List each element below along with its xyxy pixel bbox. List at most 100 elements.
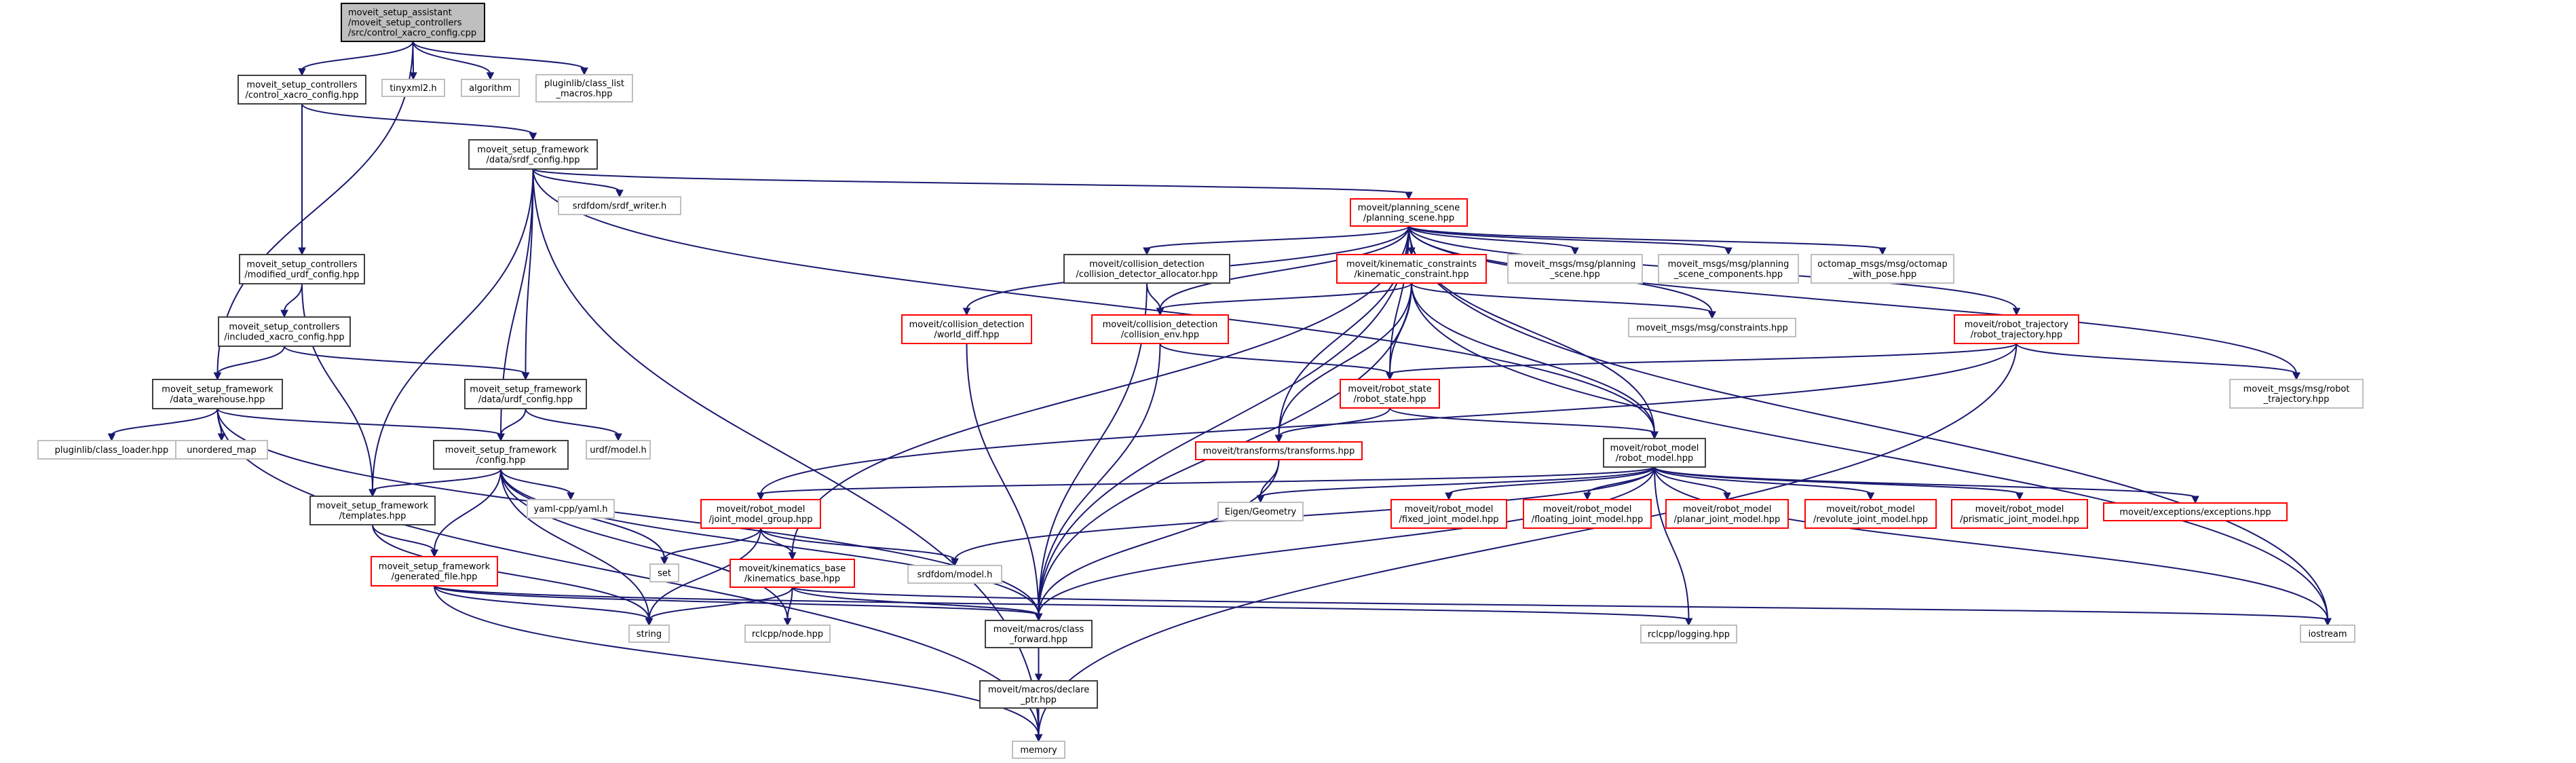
node-modified-urdf[interactable]: moveit_setup_controllers/modified_urdf_c… (239, 254, 365, 284)
arrowhead-kinematics_base-to-iostream (2324, 618, 2332, 627)
arrowhead-control_xacro_hpp-to-srdf_config (529, 132, 537, 141)
edge-robot_model-to-revolute_joint (1654, 466, 1872, 495)
node-class-forward[interactable]: moveit/macros/class_forward.hpp (985, 620, 1093, 648)
node-box (1954, 314, 2079, 344)
node-label-line: _scene.hpp (1549, 269, 1600, 280)
node-label-line: moveit/planning_scene (1358, 203, 1460, 213)
node-box (1523, 499, 1652, 529)
node-label-line: moveit/exceptions/exceptions.hpp (2119, 508, 2271, 518)
node-label-line: unordered_map (187, 445, 257, 455)
edge-root-to-control_xacro_hpp (301, 41, 414, 71)
node-fixed-joint[interactable]: moveit/robot_model/fixed_joint_model.hpp (1390, 499, 1507, 529)
edge-joint_model_group-to-kinematics_base (760, 527, 793, 555)
edge-generated_file-to-class_forward (434, 585, 1040, 616)
node-declare-ptr[interactable]: moveit/macros/declare_ptr.hpp (979, 680, 1098, 709)
arrowhead-joint_model_group-to-set (660, 557, 668, 565)
arrowhead-declare_ptr-to-memory (1034, 734, 1043, 743)
node-generated-file[interactable]: moveit_setup_framework/generated_file.hp… (371, 556, 498, 587)
node-srdf-model: srdfdom/model.h (907, 565, 1002, 584)
node-root[interactable]: moveit_setup_assistant/moveit_setup_cont… (341, 3, 485, 42)
node-label-line: moveit/collision_detection (909, 320, 1025, 330)
node-msg-constraints: moveit_msgs/msg/constraints.hpp (1628, 318, 1796, 337)
node-planning-scene[interactable]: moveit/planning_scene/planning_scene.hpp (1350, 198, 1468, 227)
node-box (535, 74, 633, 103)
edge-planning_scene-to-class_forward (1038, 225, 1409, 616)
arrowhead-root-to-class_list_macros (580, 67, 588, 76)
node-revolute-joint[interactable]: moveit/robot_model/revolute_joint_model.… (1804, 499, 1937, 529)
edges-layer (107, 41, 2332, 743)
node-planar-joint[interactable]: moveit/robot_model/planar_joint_model.hp… (1665, 499, 1789, 529)
node-label-line: moveit_setup_framework (162, 385, 273, 395)
node-box (649, 563, 679, 582)
node-world-diff[interactable]: moveit/collision_detection/world_diff.hp… (901, 314, 1032, 344)
node-label-line: moveit/robot_model (1826, 504, 1915, 515)
arrowhead-robot_model-to-exceptions (2191, 496, 2199, 504)
node-box (218, 316, 351, 347)
node-iostream: iostream (2300, 625, 2355, 643)
arrowhead-kinematics_base-to-string (645, 618, 654, 627)
arrowhead-joint_model_group-to-kinematics_base (788, 552, 797, 561)
node-label-line: /world_diff.hpp (934, 330, 999, 340)
node-config[interactable]: moveit_setup_framework/config.hpp (433, 440, 569, 470)
node-box (1091, 314, 1229, 344)
node-label-line: moveit/collision_detection (1103, 320, 1218, 330)
edge-urdf_config-to-config (500, 408, 527, 436)
node-prismatic-joint[interactable]: moveit/robot_model/prismatic_joint_model… (1951, 499, 2088, 529)
arrowhead-kinematic_constraint-to-collision_env (1156, 308, 1164, 316)
arrowhead-kinematic_constraint-to-msg_constraints (1708, 311, 1716, 320)
node-kinematics-base[interactable]: moveit/kinematics_base/kinematics_base.h… (730, 559, 855, 588)
edge-srdf_config-to-planning_scene (532, 168, 1409, 194)
node-box (1628, 318, 1796, 337)
node-srdf-config[interactable]: moveit_setup_framework/data/srdf_config.… (468, 139, 598, 170)
node-rclcpp-node: rclcpp/node.hpp (744, 625, 831, 643)
node-collision-allocator[interactable]: moveit/collision_detection/collision_det… (1063, 254, 1230, 284)
node-robot-model[interactable]: moveit/robot_model/robot_model.hpp (1603, 438, 1706, 468)
node-joint-model-group[interactable]: moveit/robot_model/joint_model_group.hpp (700, 499, 821, 529)
node-collision-env[interactable]: moveit/collision_detection/collision_env… (1091, 314, 1229, 344)
node-label-line: moveit_setup_framework (477, 145, 589, 155)
edge-collision_env-to-class_forward (1038, 343, 1161, 616)
arrowhead-planning_scene-to-collision_allocator (1143, 247, 1151, 256)
node-rclcpp-logging: rclcpp/logging.hpp (1640, 625, 1737, 644)
node-floating-joint[interactable]: moveit/robot_model/floating_joint_model.… (1523, 499, 1652, 529)
node-transforms[interactable]: moveit/transforms/transforms.hpp (1195, 441, 1363, 460)
node-label-line: moveit/robot_model (1975, 504, 2064, 515)
node-set: set (649, 563, 679, 582)
arrowhead-config-to-templates (368, 489, 377, 498)
arrowhead-robot_model-to-prismatic_joint (2015, 492, 2024, 501)
edge-root-to-data_warehouse (216, 41, 414, 375)
node-included-xacro[interactable]: moveit_setup_controllers/included_xacro_… (218, 316, 351, 347)
node-string: string (628, 625, 670, 643)
node-control-xacro-hpp[interactable]: moveit_setup_controllers/control_xacro_c… (238, 75, 366, 105)
node-robot-state[interactable]: moveit/robot_state/robot_state.hpp (1340, 379, 1440, 409)
arrowhead-kinematics_base-to-rclcpp_node (783, 618, 792, 627)
edge-kinematics_base-to-class_forward (791, 587, 1040, 616)
node-label-line: /data_warehouse.hpp (170, 395, 265, 405)
node-msg-robot-trajectory: moveit_msgs/msg/robot_trajectory.hpp (2229, 379, 2364, 409)
arrowhead-robot_state-to-transforms (1274, 434, 1283, 443)
node-urdf-model: urdf/model.h (586, 440, 651, 460)
node-label-line: /robot_state.hpp (1353, 394, 1426, 405)
node-srdf-writer: srdfdom/srdf_writer.h (558, 196, 681, 215)
node-label-line: /config.hpp (476, 455, 525, 466)
arrowhead-planning_scene-to-robot_trajectory (2012, 308, 2021, 316)
edge-planning_scene-to-robot_state (1389, 225, 1409, 375)
nodes-layer: moveit_setup_assistant/moveit_setup_cont… (37, 3, 2364, 759)
node-kinematic-constraint[interactable]: moveit/kinematic_constraints/kinematic_c… (1336, 254, 1487, 284)
node-data-warehouse[interactable]: moveit_setup_framework/data_warehouse.hp… (152, 379, 283, 409)
arrowhead-kinematics_base-to-class_forward (1034, 613, 1043, 622)
node-label-line: algorithm (469, 83, 512, 94)
edge-robot_state-to-transforms (1278, 407, 1390, 437)
edge-included_xacro-to-data_warehouse (216, 346, 285, 375)
node-urdf-config[interactable]: moveit_setup_framework/data/urdf_config.… (464, 379, 587, 409)
node-exceptions[interactable]: moveit/exceptions/exceptions.hpp (2103, 502, 2288, 521)
node-label-line: pluginlib/class_list (544, 79, 624, 89)
arrowhead-planning_scene-to-world_diff (962, 308, 971, 316)
node-templates[interactable]: moveit_setup_framework/templates.hpp (309, 496, 436, 525)
arrowhead-urdf_config-to-urdf_model (614, 433, 622, 442)
node-robot-trajectory[interactable]: moveit/robot_trajectory/robot_trajectory… (1954, 314, 2079, 344)
node-label-line: /planar_joint_model.hpp (1674, 515, 1781, 525)
node-label-line: pluginlib/class_loader.hpp (55, 445, 169, 455)
edge-robot_model-to-eigen (1259, 466, 1655, 498)
